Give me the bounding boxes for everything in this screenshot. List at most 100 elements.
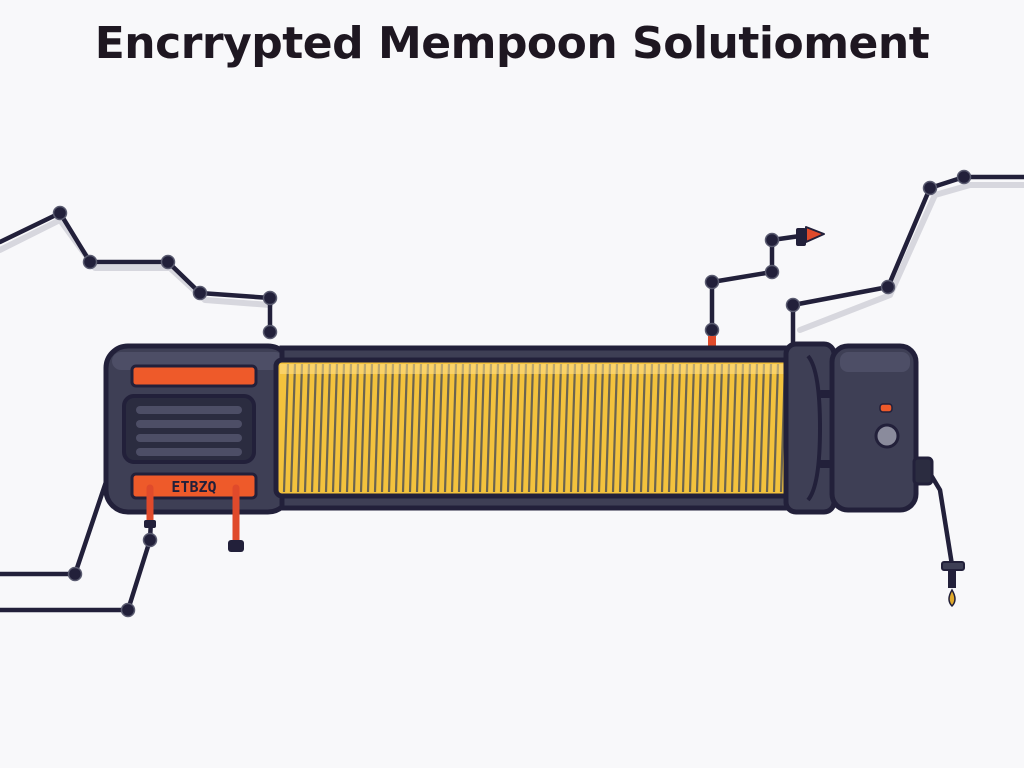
coil-stripe xyxy=(674,363,682,493)
coil-stripes xyxy=(282,363,794,493)
coil-stripe xyxy=(471,363,479,493)
cable-node-icon xyxy=(922,180,938,196)
coil-stripe xyxy=(772,363,780,493)
control-knob-icon xyxy=(874,423,900,449)
coil-stripe xyxy=(394,363,402,493)
coil-stripe xyxy=(296,363,304,493)
cable-shadows xyxy=(0,182,1024,333)
cable-node-icon xyxy=(764,264,780,280)
coil-stripe xyxy=(359,363,367,493)
coil-stripe xyxy=(618,363,626,493)
coil-stripe xyxy=(632,363,640,493)
coil-stripe xyxy=(464,363,472,493)
coil-stripe xyxy=(485,363,493,493)
coil-stripe xyxy=(345,363,353,493)
cable-right-upper xyxy=(709,174,1024,348)
coil-stripe xyxy=(513,363,521,493)
coil-stripe xyxy=(660,363,668,493)
cable-node-icon xyxy=(785,297,801,313)
coil-stripe xyxy=(352,363,360,493)
coil-stripe xyxy=(478,363,486,493)
coil-stripe xyxy=(737,363,745,493)
coil-stripe xyxy=(646,363,654,493)
coil-stripe xyxy=(590,363,598,493)
coil-stripe xyxy=(282,363,290,493)
coil-stripe xyxy=(373,363,381,493)
coil-stripe xyxy=(639,363,647,493)
cable-node-icon xyxy=(880,279,896,295)
coil-stripe xyxy=(723,363,731,493)
cable-node-icon xyxy=(262,290,278,306)
left-end-cap: ETBZQ xyxy=(103,343,296,515)
coil-stripe xyxy=(534,363,542,493)
label-plate xyxy=(130,472,258,500)
cable-node-icon xyxy=(120,602,136,618)
cable-right-lower xyxy=(925,467,955,568)
coil-stripe xyxy=(765,363,773,493)
right-end-cap xyxy=(783,341,934,515)
coil-stripe xyxy=(429,363,437,493)
coil-stripe xyxy=(688,363,696,493)
coil-stripe xyxy=(695,363,703,493)
coil-stripe xyxy=(751,363,759,493)
coil-stripe xyxy=(443,363,451,493)
coil-stripe xyxy=(401,363,409,493)
vent-grille-icon xyxy=(122,394,256,464)
probe-tip-icon xyxy=(796,226,825,246)
coil-stripe xyxy=(548,363,556,493)
coil-stripe xyxy=(387,363,395,493)
cable-node-icon xyxy=(704,322,720,338)
coil-stripe xyxy=(310,363,318,493)
coil-stripe xyxy=(331,363,339,493)
coil-stripe xyxy=(611,363,619,493)
coil-stripe xyxy=(597,363,605,493)
coil-stripe xyxy=(450,363,458,493)
coil-stripe xyxy=(415,363,423,493)
coil-stripe xyxy=(716,363,724,493)
coil-stripe xyxy=(436,363,444,493)
coil-stripe xyxy=(499,363,507,493)
coil-stripe xyxy=(709,363,717,493)
cable-node-icon xyxy=(764,232,780,248)
coil-stripe xyxy=(380,363,388,493)
cable-node-icon xyxy=(82,254,98,270)
cable-node-icon xyxy=(67,566,83,582)
coil-stripe xyxy=(527,363,535,493)
orange-indicator-strip xyxy=(130,364,258,388)
coil-stripe xyxy=(758,363,766,493)
coil-stripe xyxy=(457,363,465,493)
label-plate-text: ETBZQ xyxy=(171,478,216,496)
coil-stripe xyxy=(303,363,311,493)
cable-node-icon xyxy=(160,254,176,270)
coil-stripe xyxy=(583,363,591,493)
coil-stripe xyxy=(541,363,549,493)
red-tubes xyxy=(146,484,240,544)
coil-stripe xyxy=(604,363,612,493)
coil-stripe xyxy=(422,363,430,493)
coil-stripe xyxy=(520,363,528,493)
coil-stripe xyxy=(625,363,633,493)
coil-stripe xyxy=(366,363,374,493)
coil-stripe xyxy=(338,363,346,493)
coil-stripe xyxy=(492,363,500,493)
tube-fittings xyxy=(144,520,244,552)
coil-stripe xyxy=(408,363,416,493)
coil-stripe xyxy=(702,363,710,493)
cable-node-icon xyxy=(52,205,68,221)
coil-stripe xyxy=(576,363,584,493)
cable-node-icon xyxy=(262,324,278,340)
cable-node-icon xyxy=(142,532,158,548)
page-title: Encrrypted Mempoon Solutioment xyxy=(94,18,930,69)
coil-stripe xyxy=(555,363,563,493)
cable-node-icon xyxy=(956,169,972,185)
coil-stripe xyxy=(562,363,570,493)
coil-stripe xyxy=(730,363,738,493)
coil-chamber-icon xyxy=(273,345,805,511)
probe-contact xyxy=(708,336,716,346)
coil-stripe xyxy=(324,363,332,493)
coil-stripe xyxy=(744,363,752,493)
coil-stripe xyxy=(667,363,675,493)
coil-stripe xyxy=(681,363,689,493)
cable-node-icon xyxy=(704,274,720,290)
